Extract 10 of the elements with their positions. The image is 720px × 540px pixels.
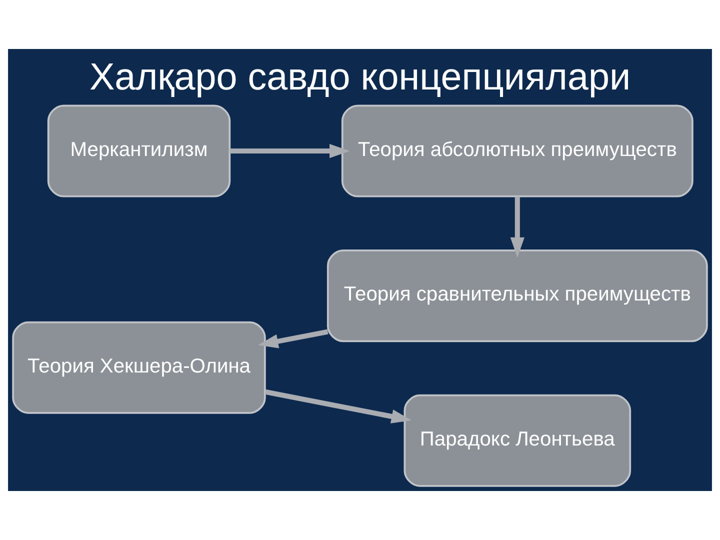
arrow — [258, 329, 328, 348]
node-box: Парадокс Леонтьева — [404, 394, 632, 487]
node-box: Теория Хекшера-Олина — [12, 321, 266, 414]
arrow — [510, 196, 524, 258]
diagram-title: Халқаро савдо концепциялари — [89, 56, 631, 98]
node-box: Теория сравнительных преимуществ — [326, 250, 708, 342]
arrow — [230, 144, 350, 158]
node-box: Меркантилизм — [47, 104, 231, 198]
node-box: Теория абсолютных преимуществ — [341, 104, 694, 198]
arrow — [264, 389, 412, 424]
